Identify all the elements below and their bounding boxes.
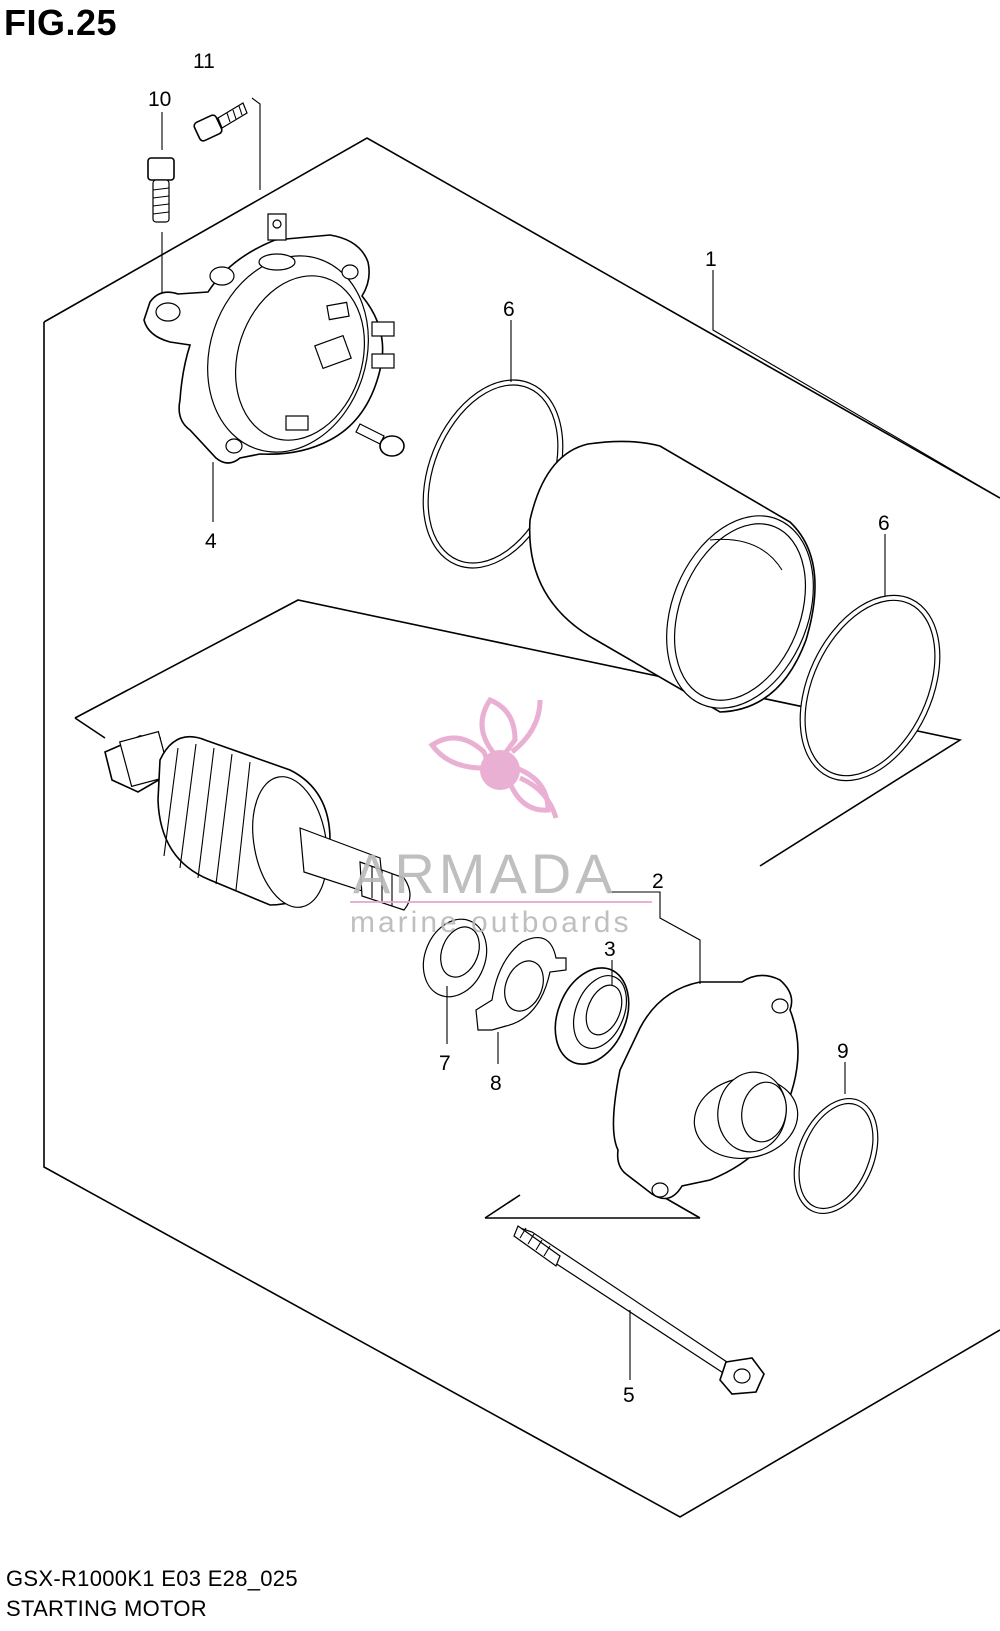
part-6-o-ring-lower <box>799 594 941 782</box>
part-4-screw <box>355 423 405 457</box>
armature <box>104 730 411 911</box>
armature-subframe <box>74 599 963 867</box>
watermark-tagline: marine outboards <box>350 906 631 939</box>
propeller-icon <box>428 696 559 819</box>
part-8-lock-plate <box>475 937 567 1031</box>
leader-2 <box>608 891 701 984</box>
lower-subframe-diag <box>484 1194 521 1219</box>
part-5-through-bolt <box>513 1225 765 1395</box>
callout-9: 9 <box>837 1040 849 1063</box>
part-3-bearing <box>554 967 630 1065</box>
assembly-frame <box>43 137 1000 499</box>
callout-1: 1 <box>705 248 717 271</box>
part-11-screw <box>193 102 248 142</box>
callout-4: 4 <box>205 530 217 553</box>
watermark-brand: ARMADA <box>353 842 617 905</box>
callout-5: 5 <box>623 1384 635 1407</box>
footer-model-code: GSX-R1000K1 E03 E28_025 <box>6 1566 298 1591</box>
callout-3: 3 <box>604 938 616 961</box>
figure-label: FIG.25 <box>4 2 118 43</box>
assembly-frame-left <box>43 322 1000 1518</box>
armature-subframe-left <box>74 717 106 739</box>
callout-6-lower: 6 <box>878 512 890 535</box>
footer-section-name: STARTING MOTOR <box>6 1596 207 1621</box>
callout-11: 11 <box>193 50 215 73</box>
callout-8: 8 <box>490 1072 502 1095</box>
part-1-yoke <box>528 440 816 713</box>
callout-2: 2 <box>652 870 664 893</box>
leader-1 <box>712 270 1000 499</box>
watermark-logo: ARMADA marine outboards <box>350 696 652 939</box>
callout-10: 10 <box>148 88 171 111</box>
part-9-o-ring <box>793 1097 879 1215</box>
leader-11 <box>251 97 261 190</box>
part-7-washer <box>422 918 488 998</box>
part-10-bolt <box>147 157 175 223</box>
part-4-rear-cover <box>143 213 395 464</box>
callout-6-upper: 6 <box>503 298 515 321</box>
callout-7: 7 <box>439 1052 451 1075</box>
part-2-front-housing <box>612 974 799 1200</box>
part-6-o-ring-upper <box>422 379 564 569</box>
